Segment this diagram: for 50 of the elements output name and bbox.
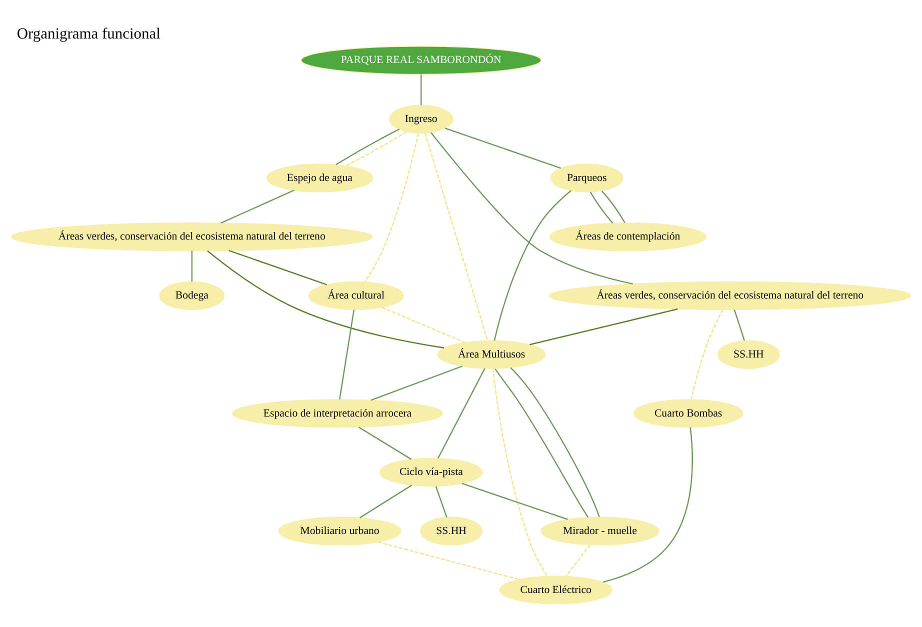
node-ellipse: Áreas de contemplación (549, 222, 706, 252)
connector (378, 541, 520, 580)
connector (382, 306, 465, 343)
node-ellipse: PARQUE REAL SAMBORONDÓN (300, 46, 542, 75)
connector (358, 426, 412, 460)
node-ellipse: Mirador - muelle (540, 516, 660, 546)
node-ellipse: Área Multiusos (437, 340, 546, 369)
node-ellipse: Áreas verdes, conservación del ecosistema natural del terreno (549, 281, 912, 310)
connector (370, 366, 462, 401)
connector (690, 309, 724, 400)
connector (364, 133, 419, 282)
connector (228, 250, 327, 286)
connector (530, 308, 678, 346)
connector (220, 190, 294, 224)
node-ellipse: Área cultural (308, 281, 404, 310)
connector (445, 128, 561, 169)
connector (207, 250, 444, 348)
node-ellipse: SS.HH (718, 340, 780, 369)
connector (601, 190, 626, 224)
connector (336, 128, 400, 166)
connector (346, 131, 407, 166)
connector (424, 132, 488, 341)
connector (510, 367, 600, 518)
connector (430, 132, 634, 285)
node-ellipse: Ingreso (389, 104, 454, 134)
connector (462, 482, 568, 520)
node-ellipse: Áreas verdes, conservación del ecosistema natural del terreno (10, 222, 373, 252)
connector (435, 486, 448, 518)
connector (494, 190, 572, 341)
connector (492, 368, 548, 577)
node-ellipse: Espacio de interpretación arrocera (232, 399, 443, 428)
connector (359, 484, 412, 518)
connector (438, 368, 486, 459)
connector (420, 74, 422, 106)
connector (565, 544, 590, 577)
node-ellipse: Mobiliario urbano (278, 516, 402, 546)
node-ellipse: Ciclo vía-pista (380, 458, 483, 487)
node-ellipse: SS.HH (420, 516, 483, 546)
connector (590, 192, 614, 224)
connector (191, 250, 193, 282)
node-ellipse: Parqueos (550, 164, 624, 192)
node-ellipse: Cuarto Eléctrico (499, 576, 612, 604)
node-ellipse: Bodega (159, 281, 225, 310)
connector (734, 310, 745, 341)
node-ellipse: Cuarto Bombas (633, 399, 744, 428)
connector (338, 310, 355, 400)
connector (494, 368, 589, 518)
connector (602, 427, 693, 583)
node-ellipse: Espejo de agua (266, 164, 374, 192)
diagram-title: Organigrama funcional (16, 26, 160, 43)
